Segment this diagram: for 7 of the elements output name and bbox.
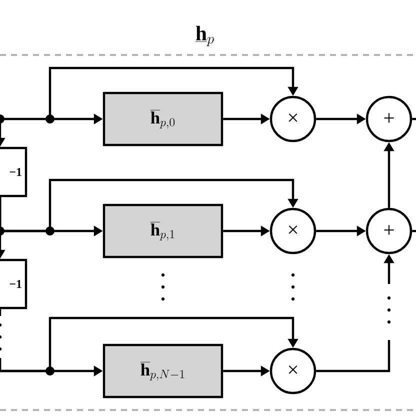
arrow [0,316,298,372]
delay-box: −1 [0,258,28,310]
filter-box: $\overline{\mathbf{h}}_{p,N-1}$ [102,344,224,398]
filter-box: $\overline{\mathbf{h}}_{p,0}$ [102,92,224,146]
title: $\underline{\mathbf{h}}_p$ [195,26,214,46]
filter-box: $\overline{\mathbf{h}}_{p,1}$ [102,204,224,258]
delay-box: −1 [0,146,28,198]
